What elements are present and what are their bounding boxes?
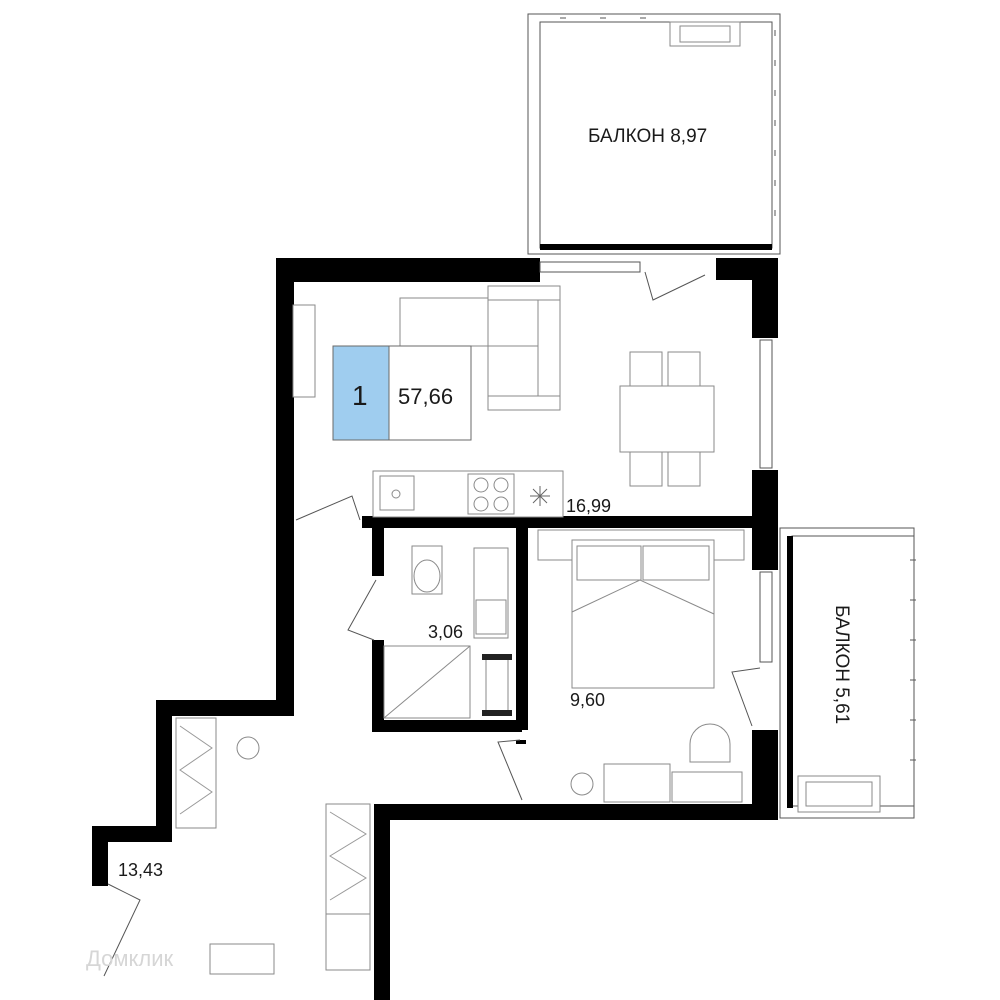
balcony-top (527, 13, 781, 255)
bathroom-area: 3,06 (428, 622, 463, 642)
balcony-right (779, 527, 916, 819)
hallway-area: 13,43 (118, 860, 163, 880)
doors (103, 271, 761, 977)
bedroom-furniture (537, 529, 745, 803)
walls (92, 258, 778, 1000)
living-furniture (292, 285, 715, 518)
bathroom-fixtures (383, 545, 512, 719)
watermark: Домклик (86, 946, 174, 971)
hallway-furniture (175, 717, 371, 975)
balcony-top-label: БАЛКОН 8,97 (588, 126, 707, 147)
living-room-area: 16,99 (566, 496, 611, 516)
apartment-badge (332, 345, 472, 441)
rooms-count: 1 (352, 380, 368, 411)
balcony-right-label: БАЛКОН 5,61 (831, 605, 852, 724)
windows (539, 261, 773, 663)
total-area: 57,66 (398, 384, 453, 409)
bedroom-area: 9,60 (570, 690, 605, 710)
